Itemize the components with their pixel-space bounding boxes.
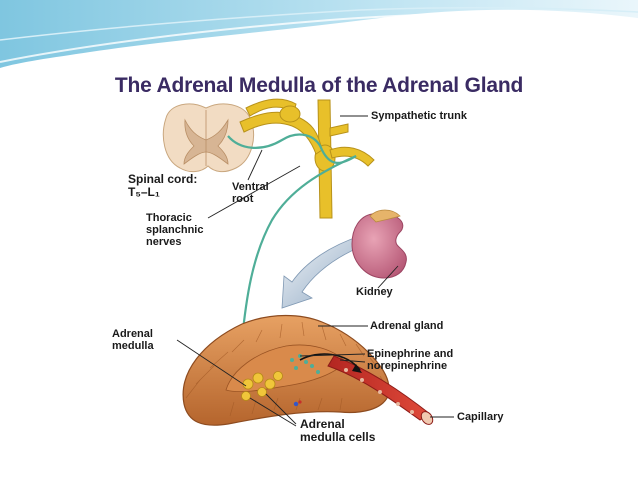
header-wave-line	[0, 7, 638, 41]
label-spinal-cord-segments: T₅–L₁	[128, 185, 160, 199]
label-kidney: Kidney	[356, 286, 393, 298]
sympathetic-trunk	[239, 98, 375, 219]
adrenal-gland	[182, 314, 390, 426]
capillary	[327, 355, 434, 425]
secretion-arrowhead-icon	[352, 364, 362, 373]
label-capillary: Capillary	[457, 411, 504, 423]
label-spinal-cord: Spinal cord:	[128, 172, 198, 186]
label-ventral-root-2: root	[232, 193, 254, 205]
kidney	[351, 209, 407, 279]
label-thoracic-splanchnic: Thoracic	[146, 212, 192, 224]
leader-lines	[176, 115, 454, 427]
label-medulla-cells-2: medulla cells	[300, 430, 376, 444]
header-wave	[0, 0, 638, 68]
label-ventral-root: Ventral	[232, 181, 269, 193]
header-wave-line	[0, 12, 638, 63]
medulla-cell-cluster	[241, 371, 283, 401]
label-thoracic-splanchnic-2: splanchnic	[146, 224, 204, 236]
label-sympathetic-trunk: Sympathetic trunk	[371, 110, 467, 122]
spinal-cord	[162, 103, 254, 173]
label-medulla-cells: Adrenal	[300, 417, 345, 431]
label-epinephrine: Epinephrine and	[367, 348, 454, 360]
slide-title: The Adrenal Medulla of the Adrenal Gland	[114, 74, 524, 97]
label-thoracic-splanchnic-3: nerves	[146, 236, 182, 248]
label-norepinephrine: norepinephrine	[367, 360, 448, 372]
label-adrenal-medulla-2: medulla	[112, 340, 154, 352]
zoom-arrow-icon	[281, 235, 363, 309]
label-adrenal-medulla: Adrenal	[112, 328, 153, 340]
label-adrenal-gland: Adrenal gland	[370, 320, 444, 332]
